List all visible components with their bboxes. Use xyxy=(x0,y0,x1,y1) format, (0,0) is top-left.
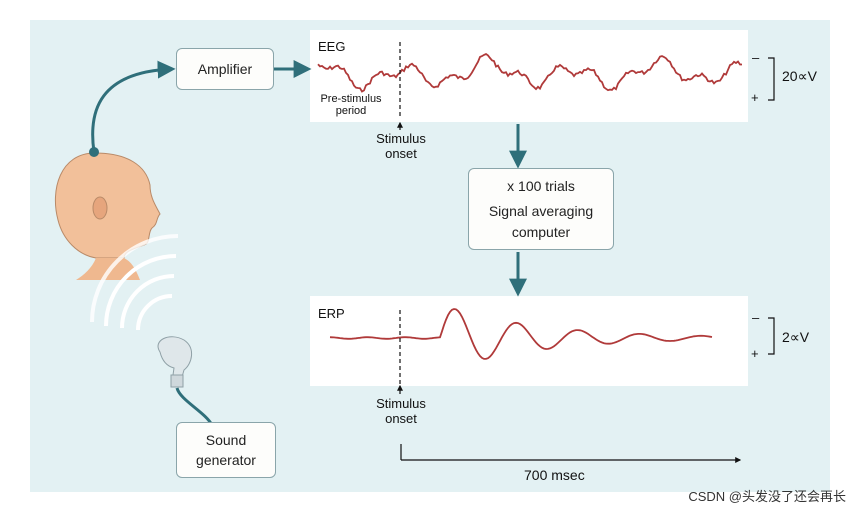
eeg-scale-label: 20∝V xyxy=(782,68,817,84)
erp-scale-plus: + xyxy=(751,346,759,361)
eeg-scale-plus: + xyxy=(751,90,759,105)
speaker-icon xyxy=(157,336,192,388)
amplifier-box: Amplifier xyxy=(176,48,274,90)
erp-label: ERP xyxy=(318,306,345,321)
time-label: 700 msec xyxy=(524,467,585,483)
head-illustration xyxy=(54,147,161,280)
eeg-scale-minus: – xyxy=(752,50,760,65)
sound-generator-line1: Sound xyxy=(205,432,247,448)
erp-scale-label: 2∝V xyxy=(782,329,810,345)
erp-trace xyxy=(329,308,713,360)
erp-scale-minus: – xyxy=(752,310,760,325)
stimulus-onset-top-line2: onset xyxy=(385,146,417,161)
stimulus-onset-bottom-line1: Stimulus xyxy=(376,396,426,411)
electrode-wire xyxy=(91,60,176,153)
eeg-label: EEG xyxy=(318,39,346,54)
eeg-strip xyxy=(310,30,748,122)
watermark: CSDN @头发没了还会再长 xyxy=(688,489,846,504)
sound-generator-box: Sound generator xyxy=(176,422,276,478)
averaging-label-line2: computer xyxy=(511,223,571,240)
eeg-scale-bar xyxy=(768,57,775,101)
stimulus-onset-bottom-line2: onset xyxy=(385,411,417,426)
ear-icon xyxy=(92,196,108,220)
sound-waves xyxy=(90,234,179,331)
speaker-wire xyxy=(175,387,214,426)
stimulus-onset-top-label: Stimulus onset xyxy=(366,131,436,161)
erp-scale-bar xyxy=(768,317,775,355)
trials-label: x 100 trials xyxy=(507,177,575,194)
stimulus-onset-top-line1: Stimulus xyxy=(376,131,426,146)
sound-generator-line2: generator xyxy=(196,452,256,468)
averaging-box: x 100 trials Signal averaging computer xyxy=(468,168,614,250)
pre-stimulus-label: Pre-stimulus period xyxy=(315,93,387,117)
averaging-label-line1: Signal averaging xyxy=(488,202,594,219)
amplifier-label: Amplifier xyxy=(197,60,253,77)
pre-stimulus-line2: period xyxy=(335,105,367,117)
stimulus-onset-bottom-label: Stimulus onset xyxy=(366,396,436,426)
eeg-trace xyxy=(317,52,742,93)
pre-stimulus-line1: Pre-stimulus xyxy=(320,93,382,105)
